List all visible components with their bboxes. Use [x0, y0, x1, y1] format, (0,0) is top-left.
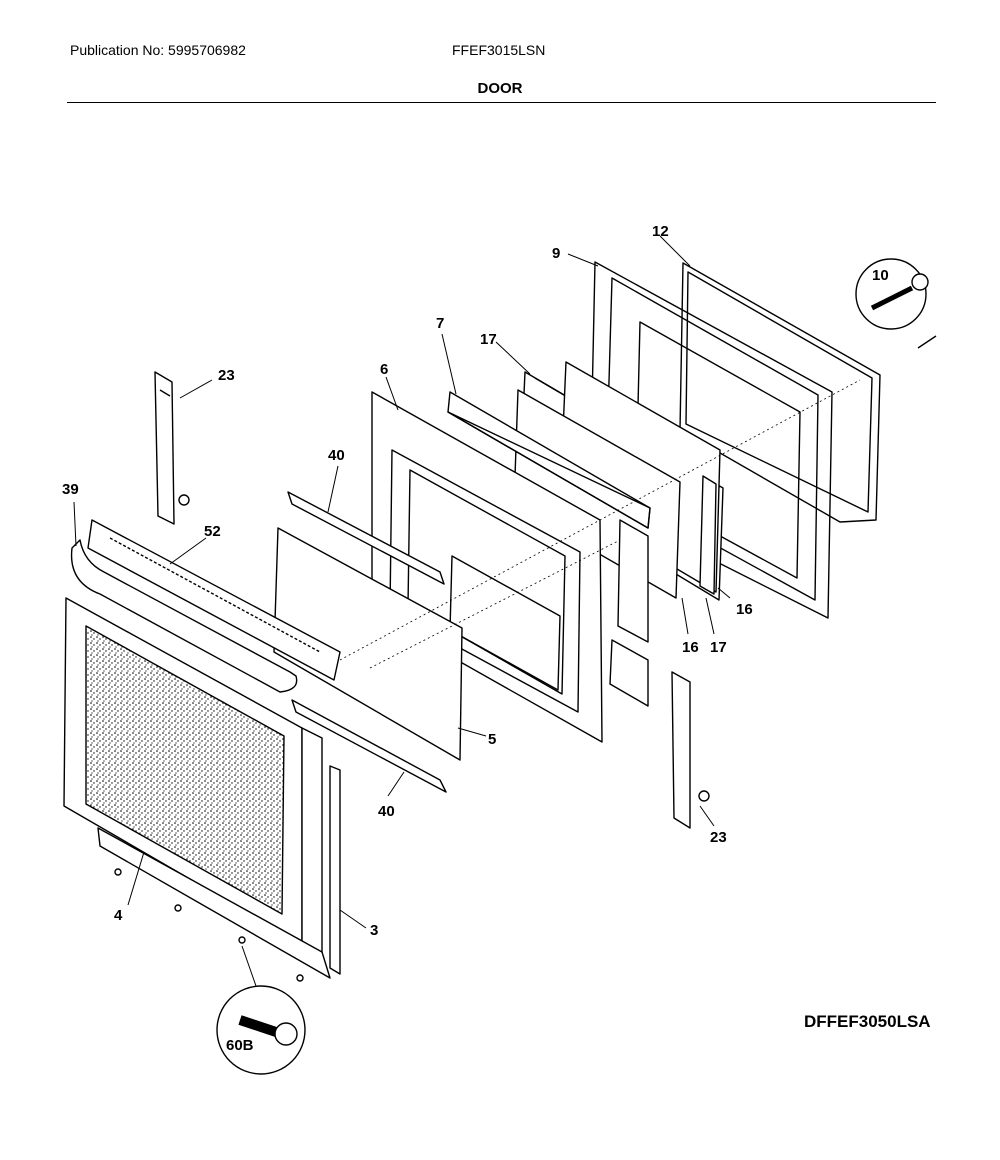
screw-icons [114, 335, 937, 982]
callout-4: 4 [114, 907, 123, 924]
alignment-lines [339, 379, 861, 669]
callout-40-upper: 40 [328, 447, 345, 464]
part-12-door-gasket [679, 262, 881, 523]
callout-40-lower: 40 [378, 803, 395, 820]
model-number: FFEF3015LSN [452, 42, 546, 58]
callout-7: 7 [436, 315, 444, 332]
part-52-door-vent-trim [87, 519, 341, 681]
callout-12: 12 [652, 223, 669, 240]
part-23-door-hinge-right [671, 671, 710, 829]
callout-60b: 60B [226, 1037, 254, 1054]
callout-39: 39 [62, 481, 79, 498]
callout-52: 52 [204, 523, 221, 540]
callout-17-lower: 17 [710, 639, 727, 656]
callout-23-left: 23 [218, 367, 235, 384]
part-40-lower-glass-bracket [291, 699, 447, 793]
callout-10: 10 [872, 267, 889, 284]
leader-lines [73, 235, 731, 987]
callout-16-left: 16 [682, 639, 699, 656]
part-23-door-hinge-left [154, 371, 190, 525]
part-10-screw-detail [855, 258, 929, 330]
part-40-upper-glass-bracket [287, 491, 445, 585]
part-5-middle-glass [273, 527, 463, 761]
callout-17-upper: 17 [480, 331, 497, 348]
part-17-glass-retainer-lower [699, 475, 717, 595]
callout-6: 6 [380, 361, 388, 378]
publication-number: Publication No: 5995706982 [70, 42, 246, 58]
section-title: DOOR [477, 80, 523, 97]
callout-9: 9 [552, 245, 560, 262]
callout-16-right: 16 [736, 601, 753, 618]
part-39-door-handle [70, 539, 298, 693]
part-3-outer-door-panel [63, 597, 341, 975]
callout-23-right: 23 [710, 829, 727, 846]
part-4-door-trim-bottom [97, 827, 331, 979]
diagram-code: DFFEF3050LSA [804, 1012, 931, 1031]
part-60b-screw-detail [216, 985, 306, 1075]
callout-5: 5 [488, 731, 496, 748]
callout-3: 3 [370, 922, 378, 939]
header-rule [67, 102, 936, 103]
